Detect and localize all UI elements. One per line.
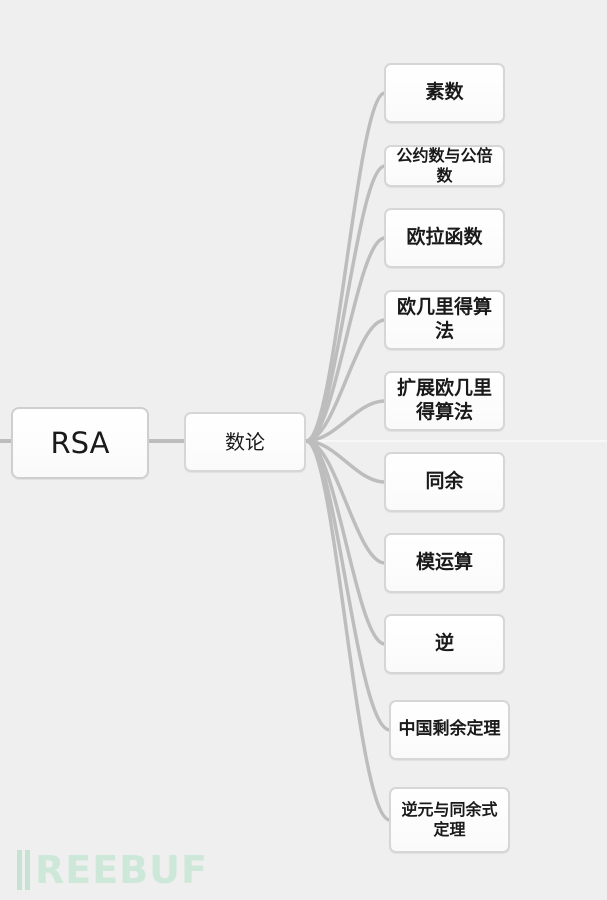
root-node-label: RSA — [50, 425, 110, 460]
freebuf-watermark: REEBUF — [17, 850, 208, 890]
connector-branch-leaf-6 — [304, 439, 387, 565]
leaf-node-label: 扩展欧几里得算法 — [396, 377, 492, 423]
leaf-node-chinese-remainder[interactable]: 中国剩余定理 — [389, 700, 510, 760]
leaf-node-label: 中国剩余定理 — [398, 719, 501, 740]
leaf-node-label: 欧几里得算法 — [396, 296, 492, 342]
leaf-node-label: 公约数与公倍数 — [396, 146, 493, 185]
branch-node-number-theory[interactable]: 数论 — [184, 412, 306, 472]
leaf-connectors — [304, 91, 392, 822]
branch-node-label: 数论 — [225, 429, 265, 454]
leaf-node-label: 模运算 — [415, 551, 473, 574]
leaf-node-label: 素数 — [425, 81, 464, 104]
connector-branch-leaf-4 — [304, 399, 387, 443]
leaf-node-label: 逆 — [434, 632, 454, 655]
leaf-node-extended-euclidean[interactable]: 扩展欧几里得算法 — [384, 371, 505, 431]
connector-branch-leaf-3 — [304, 318, 387, 443]
leaf-node-gcd-lcm[interactable]: 公约数与公倍数 — [384, 145, 505, 187]
leaf-node-congruence[interactable]: 同余 — [384, 452, 505, 512]
leaf-node-label: 逆元与同余式定理 — [401, 800, 498, 839]
connector-branch-leaf-5 — [304, 439, 387, 484]
connector-branch-leaf-0 — [304, 91, 387, 443]
leaf-node-label: 同余 — [425, 470, 464, 493]
leaf-node-prime[interactable]: 素数 — [384, 63, 505, 123]
freebuf-logo-icon — [17, 850, 30, 890]
connector-branch-leaf-1 — [304, 164, 387, 443]
root-node-rsa[interactable]: RSA — [11, 407, 149, 479]
connector-branch-leaf-8 — [304, 439, 392, 732]
leaf-node-euler-function[interactable]: 欧拉函数 — [384, 208, 505, 268]
leaf-node-label: 欧拉函数 — [406, 226, 483, 249]
leaf-node-euclidean-algorithm[interactable]: 欧几里得算法 — [384, 290, 505, 350]
leaf-node-inverse[interactable]: 逆 — [384, 614, 505, 674]
connector-branch-leaf-9 — [304, 439, 392, 822]
connector-branch-leaf-2 — [304, 236, 387, 443]
leaf-node-inverse-congruence-theorem[interactable]: 逆元与同余式定理 — [389, 787, 510, 853]
leaf-node-modular-arithmetic[interactable]: 模运算 — [384, 533, 505, 593]
watermark-text: REEBUF — [35, 848, 208, 892]
